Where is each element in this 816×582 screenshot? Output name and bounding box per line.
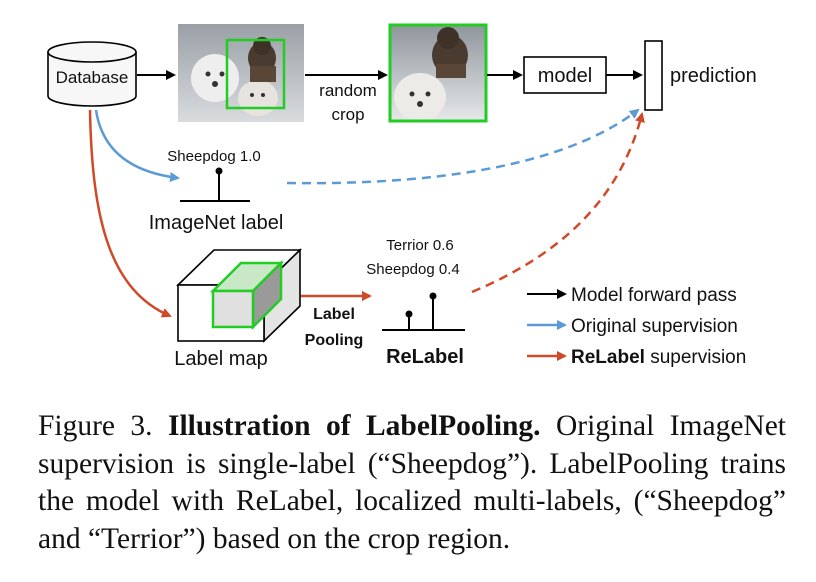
labelpooling-figure: Database random crop model [47,23,757,370]
imagenet-score: Sheepdog 1.0 [167,148,260,165]
imagenet-label: ImageNet label [149,212,284,234]
database-icon [47,41,137,107]
random-crop-line2: crop [331,105,364,124]
model-label: model [538,65,592,87]
legend-forward-label: Model forward pass [571,285,737,306]
model-box [523,56,607,94]
random-crop-line1: random [319,81,377,100]
legend-relabel-label: ReLabel supervision [571,347,746,368]
label-pooling-line2: Pooling [305,332,364,349]
prediction-label: prediction [670,65,757,87]
original-image [178,24,304,122]
relabel-supervision-arrow-database [88,109,172,318]
database-label: Database [56,68,129,87]
crop-box-icon [225,38,286,110]
relabel-score-sheepdog: Sheepdog 0.4 [366,261,459,278]
prediction-bar [644,40,663,111]
cropped-image [388,23,488,123]
imagenet-label-icon [180,167,250,202]
caption-body: Original ImageNet supervision is single-… [38,410,787,555]
label-map-icon [176,248,302,343]
legend-relabel-bold: ReLabel [571,347,645,368]
relabel-score-terrior: Terrior 0.6 [386,237,454,254]
legend: Model forward pass Original supervision … [527,285,746,368]
label-map-label: Label map [174,348,267,370]
original-supervision-arrow-database [94,109,180,182]
relabel-icon [382,292,465,331]
caption-prefix: Figure 3. [38,410,153,442]
legend-original-label: Original supervision [571,316,738,337]
original-supervision-arrow-prediction [286,108,640,185]
label-pooling-line1: Label [313,306,355,323]
legend-relabel-rest: supervision [645,347,746,368]
caption-title: Illustration of LabelPooling. [167,410,541,442]
relabel-supervision-arrow-prediction [471,112,645,294]
figure-caption: Figure 3. Illustration of LabelPooling. … [38,408,786,558]
diagram-canvas: Database random crop model [47,23,757,370]
relabel-label: ReLabel [386,346,464,368]
